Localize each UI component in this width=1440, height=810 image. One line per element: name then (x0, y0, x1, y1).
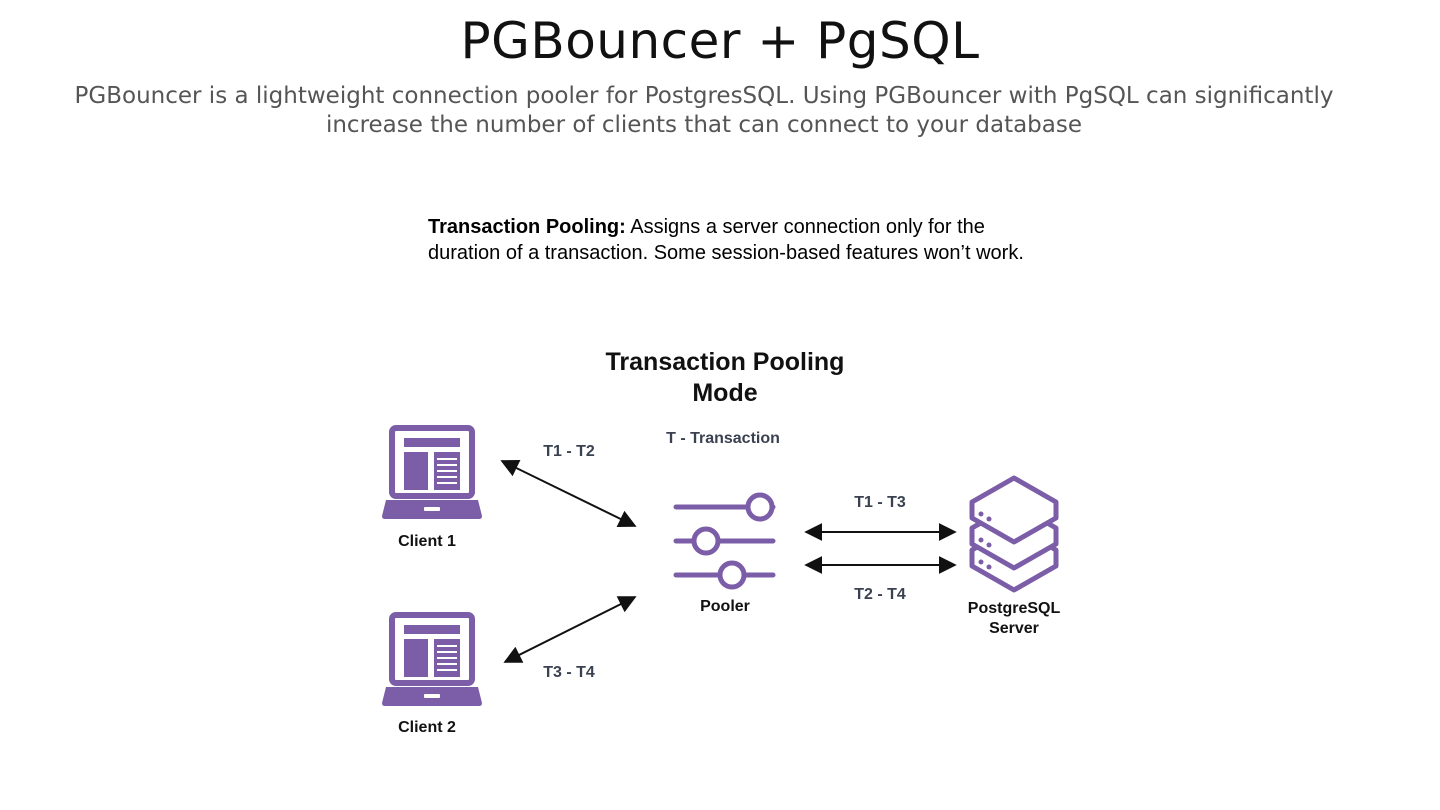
edge-label-server-bottom: T2 - T4 (854, 586, 906, 603)
laptop-icon (382, 425, 482, 519)
edge-label-client2: T3 - T4 (543, 664, 595, 681)
client1-label: Client 1 (398, 533, 456, 550)
sliders-icon (673, 492, 776, 590)
database-server-icon (969, 475, 1059, 593)
page-title: PGBouncer + PgSQL (460, 12, 980, 70)
pooler-label: Pooler (700, 598, 750, 615)
laptop-icon (382, 612, 482, 706)
mode-description: Transaction Pooling: Assigns a server co… (428, 214, 1028, 266)
diagram-title-line1: Transaction Pooling (606, 348, 845, 376)
description-text: Assigns a server connection only for the… (428, 216, 1024, 264)
diagram-title-line2: Mode (692, 379, 757, 407)
page-subtitle: PGBouncer is a lightweight connection po… (74, 83, 1334, 138)
client2-label: Client 2 (398, 719, 456, 736)
edge-label-server-top: T1 - T3 (854, 494, 906, 511)
description-term: Transaction Pooling: (428, 216, 626, 238)
server-label-line2: Server (989, 620, 1039, 637)
client1-pooler-arrow (500, 460, 637, 527)
legend-label: T - Transaction (666, 430, 780, 447)
client2-pooler-arrow (503, 596, 637, 663)
server-label-line1: PostgreSQL (968, 600, 1061, 617)
edge-label-client1: T1 - T2 (543, 443, 595, 460)
